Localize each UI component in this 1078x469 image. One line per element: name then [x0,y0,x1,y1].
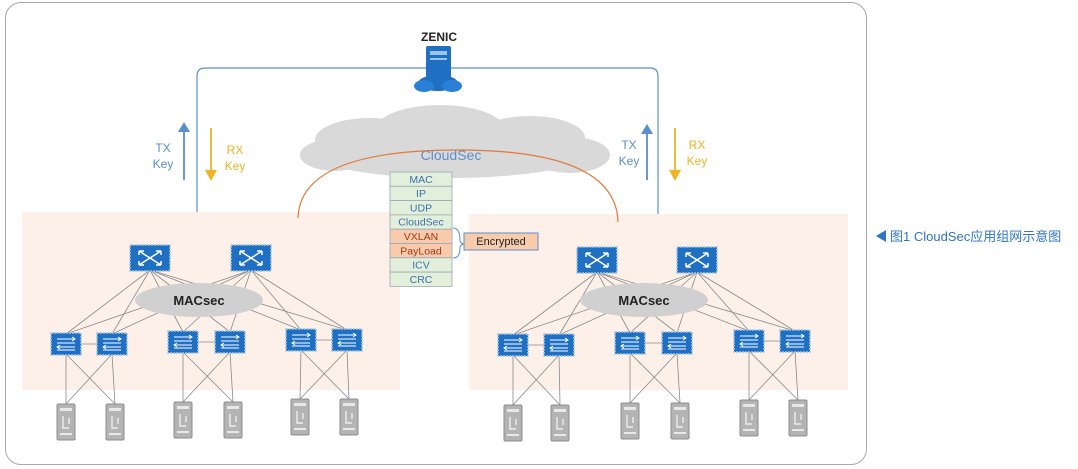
right-leaf-switch-icon[interactable] [779,329,811,353]
right-leaf-switch-icon[interactable] [733,329,765,353]
packet-layer-label: UDP [410,202,432,214]
left-leaf-switch-icon[interactable] [96,332,128,356]
left-leaf-switch-icon[interactable] [214,330,246,354]
left-server-icon[interactable] [290,398,310,436]
left-macsec-cloud [135,283,263,317]
right-server-icon[interactable] [620,402,640,440]
caption-arrow-icon [876,229,886,242]
cloudsec-cloud [300,105,610,178]
right-server-icon[interactable] [739,399,759,437]
server-icon[interactable] [414,46,462,92]
right-server-icon[interactable] [550,404,570,442]
cloudsec-tunnel-arc [297,149,619,223]
right-macsec-label: MACsec [618,293,669,308]
left-server-icon[interactable] [339,398,359,436]
left-leaf-switch-icon[interactable] [50,332,82,356]
encrypted-label: Encrypted [476,236,526,248]
left-server-icon[interactable] [105,403,125,441]
encrypted-box [463,232,539,251]
packet-layer-label: PayLoad [400,245,442,257]
left-leaf-switch-icon[interactable] [167,330,199,354]
left-macsec-label: MACsec [173,293,224,308]
figure-caption: 图1 CloudSec应用组网示意图 [876,226,1061,245]
right-tx-label: TX [621,138,636,152]
right-server-icon[interactable] [503,404,523,442]
right-server-icon[interactable] [670,402,690,440]
left-server-icon[interactable] [56,403,76,441]
right-leaf-switch-icon[interactable] [543,333,575,357]
controller-name: ZENIC [421,30,457,44]
left-leaf-switch-icon[interactable] [331,328,363,352]
packet-layer-label: IP [416,188,426,200]
left-leaf-switch-icon[interactable] [285,328,317,352]
packet-layer-label: ICV [412,260,430,272]
left-spine-switch-icon[interactable] [129,244,171,272]
right-leaf-switch-icon[interactable] [661,331,693,355]
cloud-label: CloudSec [421,147,482,163]
packet-layer-label: CRC [410,274,433,286]
left-spine-switch-icon[interactable] [230,244,272,272]
right-rx-sub: Key [687,154,708,168]
packet-layer-label: MAC [409,174,433,186]
left-tx-sub: Key [153,157,174,171]
left-rx-sub: Key [225,159,246,173]
right-tx-sub: Key [619,154,640,168]
right-leaf-switch-icon[interactable] [497,333,529,357]
left-server-icon[interactable] [223,401,243,439]
right-spine-switch-icon[interactable] [676,246,718,274]
right-leaf-switch-icon[interactable] [614,331,646,355]
packet-layer-box [389,271,453,287]
encrypted-bracket [452,227,466,259]
left-server-icon[interactable] [173,401,193,439]
packet-layer-label: VXLAN [404,231,438,243]
left-rx-label: RX [227,143,244,157]
left-tx-label: TX [155,141,170,155]
packet-layer-label: CloudSec [398,217,444,229]
caption-text: 图1 CloudSec应用组网示意图 [890,229,1062,244]
right-server-icon[interactable] [788,399,808,437]
right-rx-label: RX [689,138,706,152]
right-spine-switch-icon[interactable] [576,246,618,274]
right-macsec-cloud [580,283,708,317]
